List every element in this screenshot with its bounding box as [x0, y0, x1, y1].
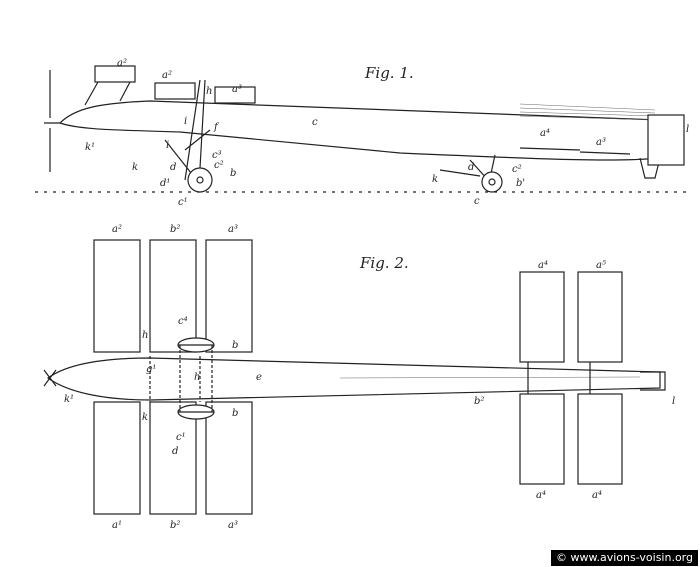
label-i2-fig1: i: [166, 140, 169, 151]
label-a5-fig2: a⁵: [596, 260, 606, 271]
wing-a4-upper: [519, 271, 565, 363]
label-h-fig2: h: [142, 330, 148, 341]
fuselage-plan: [46, 357, 661, 401]
label-k-rear: k: [432, 174, 438, 185]
wing-a5-upper: [577, 271, 623, 363]
fuselage-shading: [519, 103, 656, 121]
label-l-fig2: l: [672, 396, 675, 407]
propeller-plan: [43, 369, 57, 387]
label-e-fig2: e: [256, 372, 262, 383]
wing-b2-upper: [149, 239, 197, 353]
tail-element-l: [647, 114, 685, 166]
label-b2-fig2: b²: [170, 224, 180, 235]
label-a2-fig2: a²: [112, 224, 122, 235]
watermark: © www.avions-voisin.org: [551, 550, 698, 566]
tail-plan: [640, 371, 666, 391]
label-g1-fig2: g¹: [146, 364, 156, 375]
label-d1-fig1: d¹: [160, 178, 170, 189]
fuselage-side: [58, 100, 661, 161]
label-b2-bottom-fig2: b²: [170, 520, 180, 531]
label-c-rear: c: [474, 196, 480, 207]
wing-a3-upper: [205, 239, 253, 353]
label-a2: a²: [117, 58, 127, 69]
wing-a3-side: [214, 86, 256, 104]
tail-skid: [639, 157, 661, 179]
label-b-fig1: b: [230, 168, 236, 179]
label-a3-bottom-fig2: a³: [228, 520, 238, 531]
label-a4-fig2: a⁴: [538, 260, 548, 271]
rear-spars: [527, 362, 591, 394]
wing-a2-upper: [93, 239, 141, 353]
fig2-title: Fig. 2.: [359, 254, 409, 272]
label-b-fig2: b: [232, 340, 238, 351]
label-c4-fig2: c⁴: [178, 316, 188, 327]
label-h2-fig2: h: [194, 372, 200, 383]
label-f-fig1: f: [213, 122, 220, 133]
front-landing-gear: [164, 79, 213, 193]
figure-2-plan-view: Fig. 2. a² b² a³: [43, 224, 675, 531]
label-c2-rear: c²: [512, 164, 522, 175]
label-l-fig1: l: [686, 124, 689, 135]
wing-a3-lower: [205, 401, 253, 515]
label-c1-fig2: c¹: [176, 432, 186, 443]
label-a4-bottom-fig2: a⁴: [536, 490, 546, 501]
figure-1-side-view: Fig. 1.: [35, 58, 690, 208]
wing-b2-lower: [149, 401, 197, 515]
landing-gear-plan: [149, 337, 215, 420]
label-c1-fig1: c¹: [178, 197, 188, 208]
label-a3-fig2: a³: [228, 224, 238, 235]
label-d-rear: d: [468, 162, 474, 173]
label-b1-rear: b': [516, 178, 525, 189]
label-k1-fig2: k¹: [64, 394, 74, 405]
wing-a2b-side: [154, 82, 196, 100]
label-c3-fig1: c³: [212, 150, 222, 161]
label-b2-lower-fig2: b: [232, 408, 238, 419]
wing-a1-lower: [93, 401, 141, 515]
label-c2-fig1: c²: [214, 160, 224, 171]
wing-a4b-lower: [577, 393, 623, 485]
propeller-side: [44, 70, 62, 172]
label-a4-fig1: a⁴: [540, 128, 550, 139]
label-a4b-bottom-fig2: a⁴: [592, 490, 602, 501]
rear-stub-wings: [519, 147, 631, 155]
label-a3b-fig1: a³: [596, 137, 606, 148]
wing-a4-lower: [519, 393, 565, 485]
label-k-fig1: k: [132, 162, 138, 173]
label-b2-rear-fig2: b²: [474, 396, 484, 407]
label-h-fig1: h: [206, 86, 212, 97]
label-i-fig1: i: [184, 116, 187, 127]
label-d-fig1: d: [170, 162, 176, 173]
wing-a2-side: [94, 65, 136, 83]
label-c-fig1: c: [312, 117, 318, 128]
label-k1-fig1: k¹: [85, 142, 95, 153]
label-k-fig2: k: [142, 412, 148, 423]
fig1-title: Fig. 1.: [364, 64, 414, 82]
label-d-fig2: d: [172, 446, 178, 457]
label-a1-fig2: a¹: [112, 520, 122, 531]
front-struts: [84, 81, 131, 106]
label-a3: a³: [232, 84, 242, 95]
label-a2-b: a²: [162, 70, 172, 81]
rear-landing-gear: [439, 154, 503, 193]
